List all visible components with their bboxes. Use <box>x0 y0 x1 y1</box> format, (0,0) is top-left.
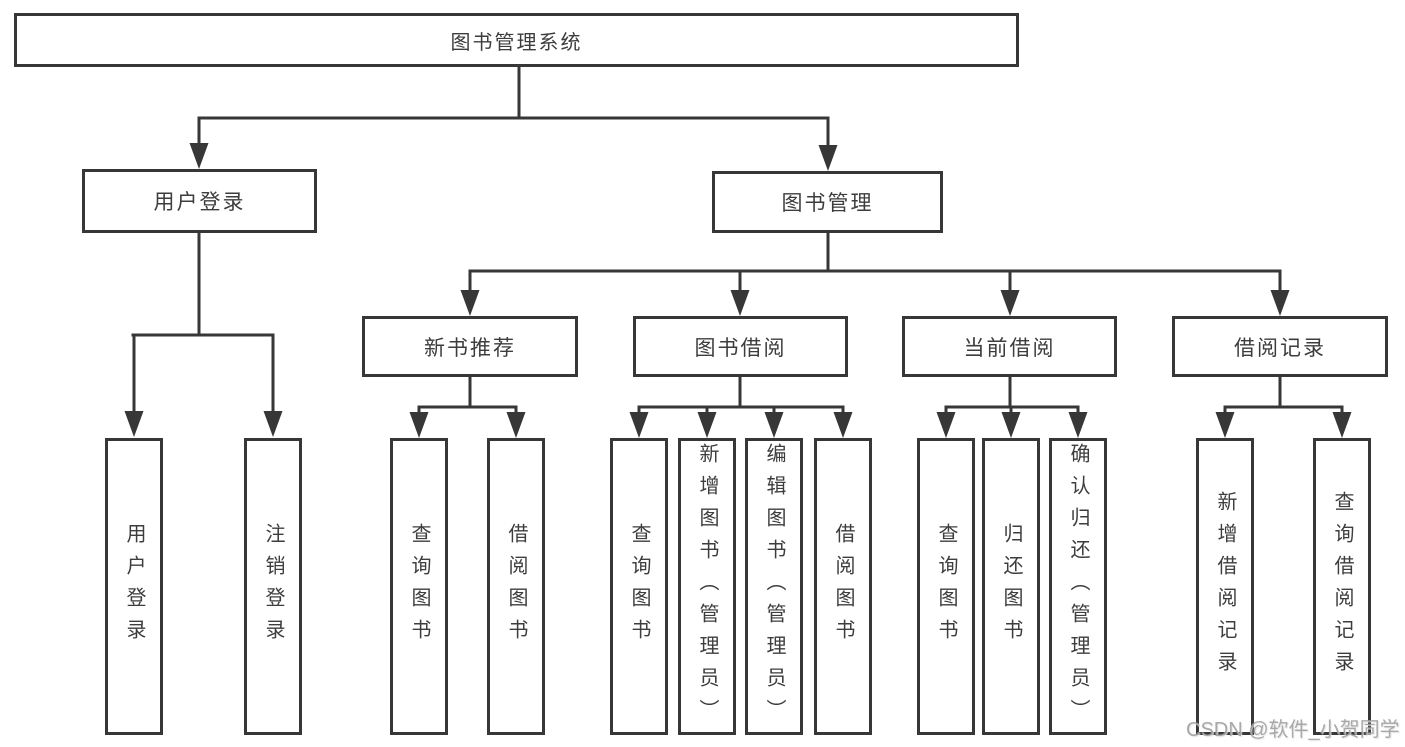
arrowhead-icon <box>818 145 838 171</box>
node-label: 查询图书 <box>408 522 430 651</box>
arrowhead-icon <box>1270 290 1290 316</box>
arrowhead-icon <box>189 143 209 169</box>
node-label: 新增借阅记录 <box>1214 490 1236 683</box>
arrowhead-icon <box>1068 412 1088 438</box>
arrowhead-icon <box>1001 412 1021 438</box>
arrowhead-icon <box>730 290 750 316</box>
node-label: 查询借阅记录 <box>1331 490 1353 683</box>
node-label: 查询图书 <box>935 522 957 651</box>
node-label: 图书借阅 <box>694 336 787 360</box>
node-label: 借阅图书 <box>505 522 527 651</box>
node-leaf-user-login: 用户登录 <box>105 438 163 735</box>
node-label: 图书管理 <box>781 192 874 215</box>
csdn-watermark: CSDN @软件_小贺同学 <box>1186 719 1400 741</box>
arrowhead-icon <box>629 412 649 438</box>
node-leaf-borrow-books: 借阅图书 <box>487 438 545 735</box>
node-book-borrowing: 图书借阅 <box>633 316 848 377</box>
node-leaf-query-borrow-record: 查询借阅记录 <box>1313 438 1371 735</box>
arrowhead-icon <box>1332 412 1352 438</box>
node-new-book-recommendation: 新书推荐 <box>362 316 578 377</box>
arrowhead-icon <box>936 412 956 438</box>
arrowhead-icon <box>506 412 526 438</box>
arrowhead-icon <box>833 412 853 438</box>
node-label: 新增图书（管理员） <box>696 442 718 731</box>
node-library-management-system: 图书管理系统 <box>14 13 1019 67</box>
node-label: 图书管理系统 <box>450 31 583 54</box>
node-leaf-confirm-return-admin: 确认归还（管理员） <box>1049 438 1107 735</box>
node-label: 借阅记录 <box>1234 336 1326 360</box>
node-label: 新书推荐 <box>424 336 516 360</box>
node-current-borrowing: 当前借阅 <box>902 316 1117 377</box>
node-leaf-return-books: 归还图书 <box>982 438 1040 735</box>
node-label: 归还图书 <box>1000 522 1022 651</box>
arrowhead-icon <box>460 290 480 316</box>
node-label: 确认归还（管理员） <box>1067 442 1089 731</box>
node-leaf-query-books: 查询图书 <box>610 438 668 735</box>
node-leaf-query-books: 查询图书 <box>917 438 975 735</box>
node-leaf-add-borrow-record: 新增借阅记录 <box>1196 438 1254 735</box>
node-leaf-edit-books-admin: 编辑图书（管理员） <box>745 438 803 735</box>
node-label: 借阅图书 <box>832 522 854 651</box>
arrowhead-icon <box>764 412 784 438</box>
node-label: 当前借阅 <box>963 336 1056 360</box>
node-user-login: 用户登录 <box>82 169 317 233</box>
node-leaf-logout: 注销登录 <box>244 438 302 735</box>
node-leaf-add-books-admin: 新增图书（管理员） <box>678 438 736 735</box>
arrowhead-icon <box>124 411 144 437</box>
node-label: 用户登录 <box>123 522 145 651</box>
node-label: 查询图书 <box>628 522 650 651</box>
node-label: 注销登录 <box>262 522 284 651</box>
node-borrowing-records: 借阅记录 <box>1172 316 1388 377</box>
arrowhead-icon <box>409 412 429 438</box>
node-book-management: 图书管理 <box>712 171 943 233</box>
node-leaf-borrow-books: 借阅图书 <box>814 438 872 735</box>
arrowhead-icon <box>697 412 717 438</box>
node-leaf-query-books: 查询图书 <box>390 438 448 735</box>
node-label: 用户登录 <box>153 191 246 214</box>
arrowhead-icon <box>263 411 283 437</box>
arrowhead-icon <box>1215 412 1235 438</box>
arrowhead-icon <box>1000 290 1020 316</box>
node-label: 编辑图书（管理员） <box>763 442 785 731</box>
